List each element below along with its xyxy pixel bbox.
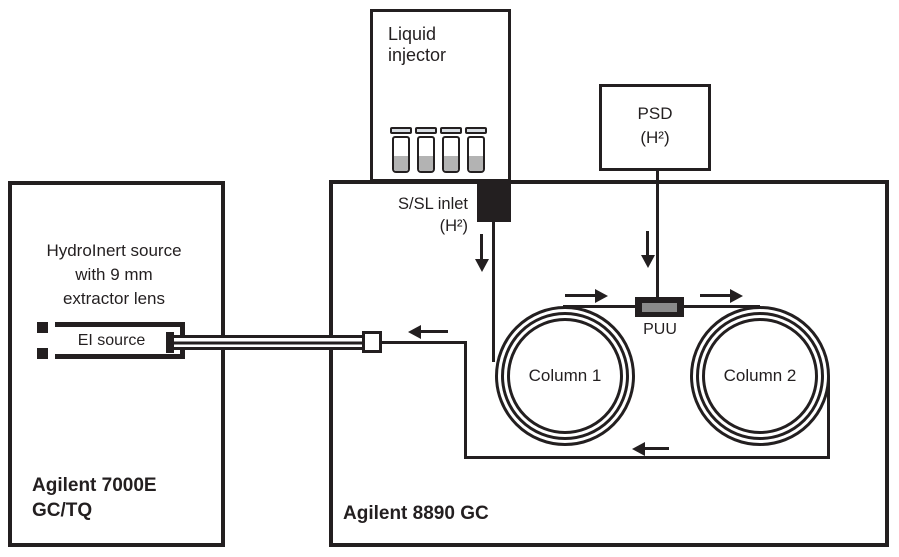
column1-coil: [495, 306, 635, 446]
inlet-to-column1-line: [492, 222, 495, 362]
column1-label: Column 1: [528, 366, 602, 385]
gc-unit-box: [329, 180, 889, 547]
puu-block: [635, 297, 684, 317]
bottom-return-line: [464, 456, 830, 459]
ei-source-bracket-bottom: [37, 348, 48, 359]
transfer-line-inner: [173, 341, 368, 344]
column2-label: Column 2: [723, 366, 797, 385]
sample-vial-icon: [415, 127, 437, 173]
vial-liquid: [444, 155, 458, 171]
vial-body: [392, 136, 410, 173]
column2-coil-ring2: [696, 312, 824, 440]
ei-source-fitting: [166, 332, 174, 353]
transfer-line-connector: [362, 331, 382, 353]
flow-arrow-psd-down-icon: [646, 231, 649, 255]
ei-source-label: EI source: [77, 332, 146, 349]
column2-coil-ring3: [702, 318, 818, 434]
puu-inner-plate: [642, 302, 677, 312]
sample-vial-icon: [440, 127, 462, 173]
sample-vial-icon: [465, 127, 487, 173]
vial-liquid: [394, 155, 408, 171]
vial-cap: [465, 127, 487, 134]
vial-cap: [390, 127, 412, 134]
return-up-line: [464, 343, 467, 459]
ei-source-body: [55, 322, 185, 359]
ms-unit-box: [8, 181, 225, 547]
psd-label: PSD (H²): [637, 104, 673, 147]
column1-coil-ring3: [507, 318, 623, 434]
ssl-inlet-block: [477, 180, 511, 222]
flow-arrow-to-ms-icon: [421, 330, 448, 333]
flow-arrow-bottom-left-icon: [645, 447, 669, 450]
return-to-ms-line: [381, 341, 467, 344]
transfer-line-tube: [170, 335, 371, 350]
ei-source-bracket-top: [37, 322, 48, 333]
column2-exit-line: [827, 376, 830, 459]
psd-supply-line: [656, 171, 659, 301]
column1-coil-ring2: [501, 312, 629, 440]
vial-liquid: [419, 155, 433, 171]
vial-body: [442, 136, 460, 173]
ms-unit-title: Agilent 7000E GC/TQ: [32, 475, 157, 521]
psd-box: [599, 84, 711, 171]
vial-cap: [415, 127, 437, 134]
gc-unit-title: Agilent 8890 GC: [343, 503, 489, 524]
vial-cap: [440, 127, 462, 134]
flow-arrow-into-puu-icon: [565, 294, 595, 297]
liquid-injector-label: Liquid injector: [388, 24, 447, 65]
vial-body: [467, 136, 485, 173]
vial-body: [417, 136, 435, 173]
flow-arrow-inlet-down-icon: [480, 234, 483, 259]
vial-row: [390, 127, 487, 173]
sample-vial-icon: [390, 127, 412, 173]
column2-coil: [690, 306, 830, 446]
flow-arrow-out-of-puu-icon: [700, 294, 730, 297]
puu-label: PUU: [643, 321, 677, 338]
ssl-inlet-label: S/SL inlet (H²): [397, 195, 468, 235]
vial-liquid: [469, 155, 483, 171]
hydroinert-source-label: HydroInert source with 9 mm extractor le…: [46, 241, 182, 308]
